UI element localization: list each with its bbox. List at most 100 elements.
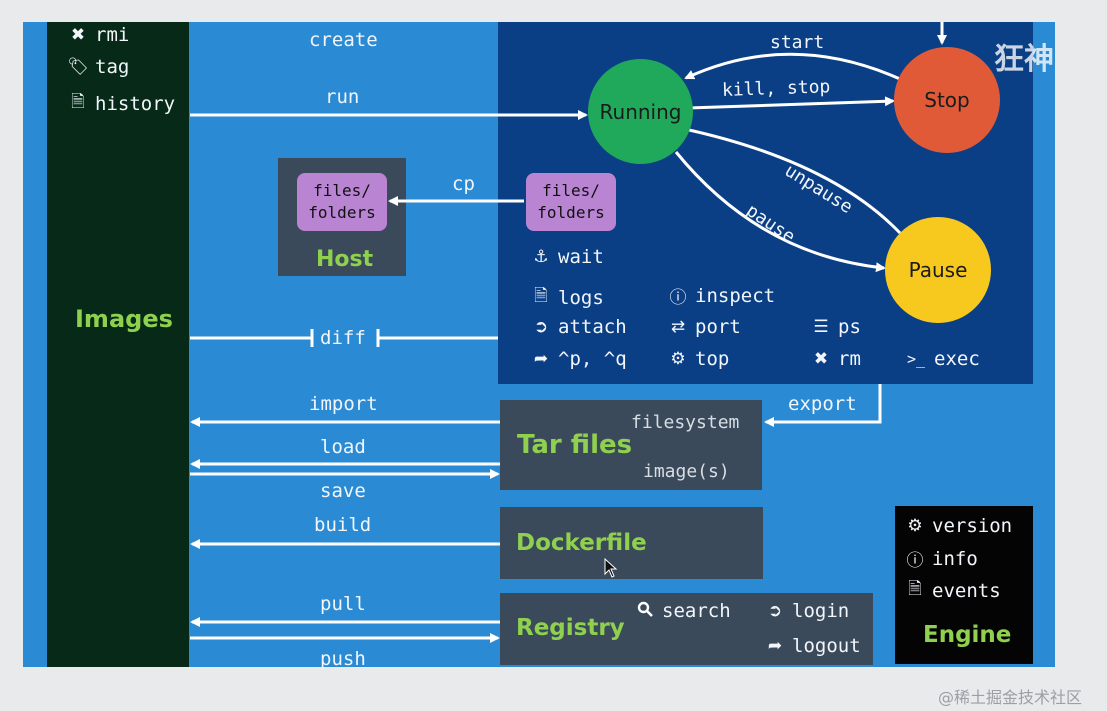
host-files-text: files/folders <box>308 181 376 222</box>
document-icon: 🗎 <box>71 92 85 112</box>
cmd-rm[interactable]: ✖ rm <box>810 348 861 370</box>
info-icon: ⓘ <box>906 551 924 571</box>
cmd-label: inspect <box>695 284 776 307</box>
tar-images-label: image(s) <box>643 461 730 482</box>
engine-panel <box>895 506 1033 664</box>
host-title: Host <box>316 247 374 272</box>
cmd-label: wait <box>558 246 604 268</box>
label-build: build <box>314 514 372 536</box>
close-icon: ✖ <box>70 25 86 45</box>
terminal-icon: >_ <box>906 350 926 368</box>
label-export: export <box>788 393 857 415</box>
cmd-label: ps <box>838 316 861 338</box>
state-pause[interactable]: Pause <box>885 217 991 323</box>
label-save: save <box>320 480 366 502</box>
label-run: run <box>325 86 360 108</box>
label-push: push <box>320 648 366 670</box>
registry-login[interactable]: ➲ login <box>764 600 849 622</box>
cmd-label: rm <box>838 348 861 370</box>
gears-icon: ⚙ <box>670 349 686 369</box>
tar-files-panel <box>500 400 762 490</box>
info-icon: ⓘ <box>669 288 687 308</box>
kill-stop-arrow <box>687 96 895 110</box>
images-item-label: rmi <box>95 24 130 46</box>
gear-icon: ⚙ <box>907 516 923 536</box>
tar-filesystem-label: filesystem <box>631 412 740 433</box>
label-pull: pull <box>320 593 366 615</box>
cmd-label: logs <box>558 286 604 309</box>
label-import: import <box>309 393 378 415</box>
images-panel: ✖ rmi 🏷 tag 🗎 history Images <box>47 22 189 667</box>
label-create: create <box>309 29 378 51</box>
cmd-label: attach <box>558 316 627 338</box>
container-files-folders[interactable]: files/folders <box>526 173 616 231</box>
label-load: load <box>320 436 366 458</box>
registry-title: Registry <box>516 615 625 641</box>
registry-search[interactable]: search <box>634 600 731 622</box>
sign-in-icon: ➲ <box>533 317 549 337</box>
watermark-bottom-right: @稀土掘金技术社区 <box>938 688 1083 707</box>
engine-version[interactable]: ⚙ version <box>904 515 1012 537</box>
images-item-history[interactable]: 🗎 history <box>67 89 175 118</box>
engine-title: Engine <box>923 622 1012 648</box>
cmd-label: top <box>695 348 730 370</box>
document-icon: 🗎 <box>534 286 548 306</box>
cmd-attach[interactable]: ➲ attach <box>530 316 627 338</box>
dockerfile-panel <box>500 507 763 579</box>
cmd-label: port <box>695 316 741 338</box>
mouse-cursor-icon <box>604 558 618 578</box>
sign-out-icon: ➦ <box>767 636 783 656</box>
export-arrow <box>764 384 882 427</box>
host-files-folders[interactable]: files/folders <box>297 173 387 231</box>
container-files-text: files/folders <box>537 181 605 222</box>
state-stop-label: Stop <box>924 88 970 112</box>
state-stop[interactable]: Stop <box>894 47 1000 153</box>
state-pause-label: Pause <box>908 258 968 282</box>
document-icon: 🗎 <box>908 579 922 599</box>
transition-kill-stop-label: kill, stop <box>721 76 831 101</box>
state-running-label: Running <box>599 99 682 124</box>
start-arrow <box>684 52 901 81</box>
engine-events[interactable]: 🗎 events <box>904 576 1001 605</box>
cmd-top[interactable]: ⚙ top <box>667 348 729 370</box>
tar-files-title: Tar files <box>517 430 633 460</box>
transition-start-label: start <box>770 32 825 53</box>
cmd-label: exec <box>934 348 980 370</box>
registry-panel <box>500 593 873 665</box>
cmd-label: ^p, ^q <box>558 348 627 370</box>
registry-logout[interactable]: ➦ logout <box>764 635 861 657</box>
swap-icon: ⇄ <box>670 317 686 337</box>
registry-login-label: login <box>792 600 850 622</box>
label-cp: cp <box>452 173 475 195</box>
tag-icon: 🏷 <box>67 57 89 77</box>
cmd-logs[interactable]: 🗎 logs <box>530 283 604 312</box>
close-icon: ✖ <box>813 349 829 369</box>
engine-info-label: info <box>932 547 978 570</box>
engine-events-label: events <box>932 579 1001 602</box>
state-running[interactable]: Running <box>588 59 693 164</box>
sign-out-icon: ➦ <box>533 349 549 369</box>
images-item-tag[interactable]: 🏷 tag <box>67 56 129 78</box>
cmd-inspect[interactable]: ⓘ inspect <box>667 283 776 309</box>
engine-info[interactable]: ⓘ info <box>904 546 978 572</box>
cmd-exec[interactable]: >_ exec <box>904 348 980 370</box>
registry-logout-label: logout <box>792 635 861 657</box>
label-diff: diff <box>320 327 366 349</box>
registry-search-label: search <box>662 600 731 622</box>
dockerfile-title: Dockerfile <box>516 530 647 556</box>
anchor-icon: ⚓ <box>533 247 549 267</box>
cmd-detach[interactable]: ➦ ^p, ^q <box>530 348 627 370</box>
cmd-port[interactable]: ⇄ port <box>667 316 741 338</box>
watermark-top-right: 狂神 <box>994 42 1054 77</box>
cmd-wait[interactable]: ⚓ wait <box>530 246 604 268</box>
sign-in-icon: ➲ <box>767 601 783 621</box>
search-icon <box>634 601 656 622</box>
images-title: Images <box>75 305 173 333</box>
pause-arrow <box>674 151 886 273</box>
cmd-ps[interactable]: ☰ ps <box>810 316 861 338</box>
images-item-rmi[interactable]: ✖ rmi <box>67 24 129 46</box>
list-icon: ☰ <box>813 317 829 337</box>
unpause-arrow <box>678 124 902 235</box>
